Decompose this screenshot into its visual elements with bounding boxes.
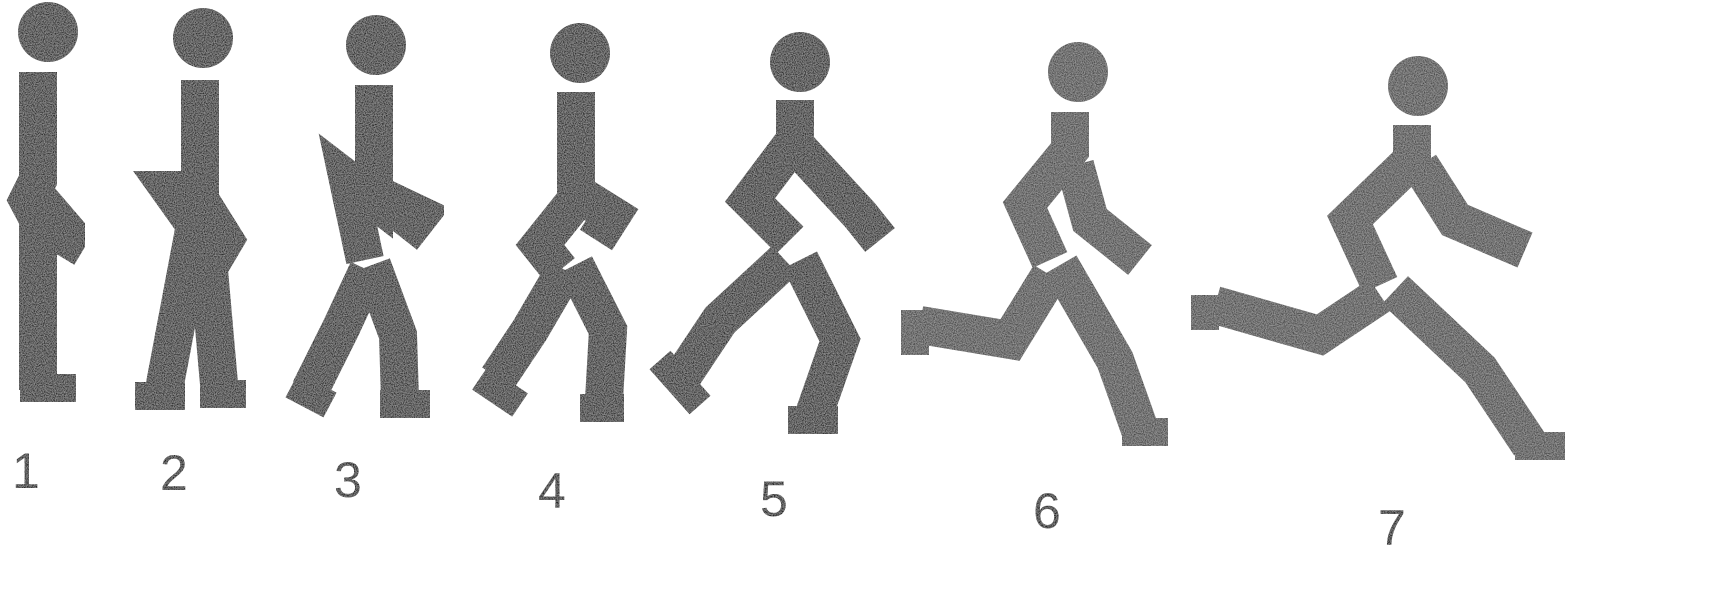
figure-4-back-leg <box>498 270 565 378</box>
figure-3-head <box>346 15 406 75</box>
figure-5-back-leg <box>680 260 785 380</box>
figure-7-front-leg <box>1395 290 1530 445</box>
figure-4-torso <box>540 92 576 270</box>
figure-7-back-leg <box>1215 295 1380 335</box>
figure-3-back-foot <box>292 385 330 405</box>
figure-7-arm <box>1420 165 1525 250</box>
figure-1: 1 <box>12 2 78 499</box>
figure-2: 2 <box>135 8 246 501</box>
figure-3-label: 3 <box>334 452 362 508</box>
figure-1-label: 1 <box>12 443 40 499</box>
figure-4: 4 <box>480 23 624 519</box>
figure-5: 5 <box>660 32 880 527</box>
figure-2-front-leg <box>205 225 220 395</box>
figure-3-front-leg <box>372 265 400 400</box>
figure-5-label: 5 <box>760 471 788 527</box>
figure-7-head <box>1388 56 1448 116</box>
figure-4-front-leg <box>575 265 608 400</box>
figure-6-label: 6 <box>1033 483 1061 539</box>
figure-3: 3 <box>292 15 430 508</box>
figure-6-arm <box>1075 165 1140 260</box>
figure-3-torso <box>348 85 374 260</box>
figure-7-torso <box>1350 125 1412 285</box>
figure-2-label: 2 <box>160 445 188 501</box>
figure-6-head <box>1048 42 1108 102</box>
figure-5-arm <box>800 150 880 240</box>
figure-4-arm <box>580 195 612 240</box>
figure-2-head <box>173 8 233 68</box>
figure-7-label: 7 <box>1378 500 1406 556</box>
figure-1-head <box>18 2 78 62</box>
figure-4-head <box>550 23 610 83</box>
figure-6: 6 <box>915 42 1168 539</box>
figure-6-front-leg <box>1060 265 1140 430</box>
figure-1-torso <box>28 72 38 215</box>
figure-5-front-leg <box>800 260 840 420</box>
figure-5-torso <box>750 100 795 240</box>
figure-6-back-leg <box>920 275 1050 340</box>
figure-4-label: 4 <box>538 463 566 519</box>
figure-5-head <box>770 32 830 92</box>
figure-7: 7 <box>1205 56 1565 556</box>
figure-3-back-leg <box>310 270 368 390</box>
